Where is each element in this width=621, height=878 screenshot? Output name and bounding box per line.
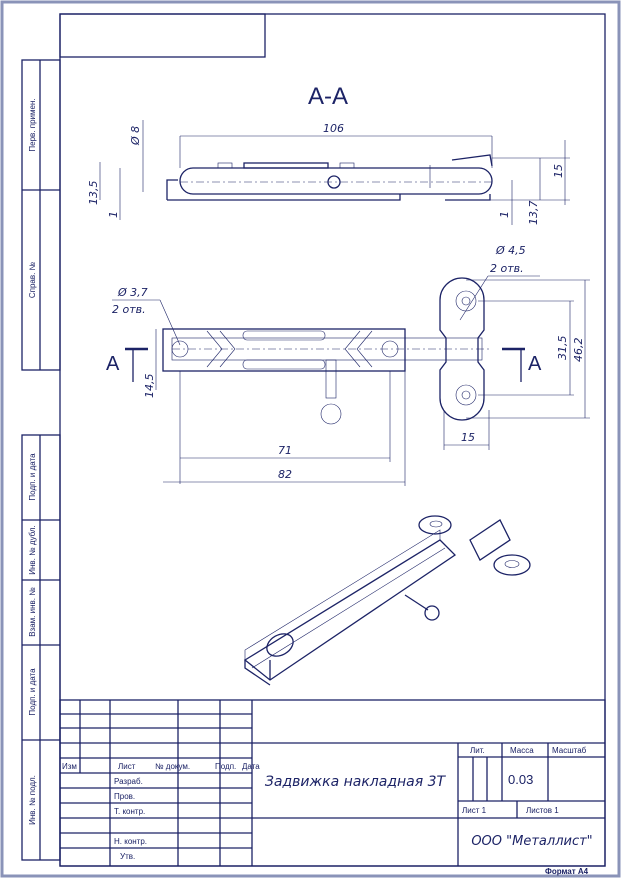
drawing-name: Задвижка накладная 3Т <box>265 774 447 790</box>
header-list: Лист <box>118 762 136 771</box>
dim-hole-right-count: 2 отв. <box>490 262 524 275</box>
dim-hole-left: Ø 3,7 <box>117 286 148 299</box>
role-label: Т. контр. <box>114 807 145 816</box>
dim-height-left: 13,5 <box>87 181 100 206</box>
dim-bracket-width: 15 <box>461 431 475 444</box>
role-label: Пров. <box>114 792 135 801</box>
sheet-number: Лист 1 <box>462 806 487 815</box>
dim-hole-left-count: 2 отв. <box>112 303 146 316</box>
section-view: 106 Ø 8 13,5 1 1 13,7 15 <box>87 120 570 225</box>
dim-hole-spacing: 31,5 <box>556 336 569 361</box>
isometric-view <box>243 515 531 686</box>
role-label: Утв. <box>120 852 135 861</box>
lit-label: Лит. <box>470 746 485 755</box>
title-block: Изм Лист № докум. Подп. Дата Разраб. Про… <box>59 699 606 867</box>
dim-height-total: 46,2 <box>572 338 585 363</box>
section-title: А-А <box>308 83 348 110</box>
side-label: Взам. инв. № <box>28 587 37 637</box>
dim-diameter: Ø 8 <box>129 126 142 146</box>
dim-hole-right: Ø 4,5 <box>495 244 526 257</box>
dim-gap-right: 1 <box>498 211 511 218</box>
dim-length: 106 <box>323 122 344 135</box>
side-label: Инв. № дубл. <box>28 525 37 575</box>
mass-label: Масса <box>510 746 534 755</box>
role-label: Разраб. <box>114 777 143 786</box>
dim-height-right2: 13,7 <box>527 201 540 226</box>
dim-width-left: 14,5 <box>143 374 156 399</box>
header-sign: Подп. <box>215 762 236 771</box>
section-marker-left: А <box>106 353 120 375</box>
side-label: Подп. и дата <box>28 668 37 716</box>
role-label: Н. контр. <box>114 837 147 846</box>
header-doc-no: № докум. <box>155 762 190 771</box>
side-label: Перв. примен. <box>28 98 37 151</box>
top-left-box <box>59 13 266 58</box>
side-label: Подп. и дата <box>28 453 37 501</box>
header-date: Дата <box>242 762 260 771</box>
section-marker-right: А <box>528 353 542 375</box>
scale-label: Масштаб <box>552 746 587 755</box>
side-label: Инв. № подл. <box>28 775 37 825</box>
dim-len-outer: 82 <box>278 468 292 481</box>
dim-gap-left: 1 <box>107 211 120 218</box>
mass-value: 0.03 <box>508 772 533 787</box>
side-strip: Перв. примен. Справ. № Подп. и дата Инв.… <box>21 59 61 861</box>
dim-height-right: 15 <box>552 164 565 178</box>
sheet-count: Листов 1 <box>526 806 559 815</box>
header-izm: Изм <box>62 762 77 771</box>
dim-len-inner: 71 <box>278 444 292 457</box>
company-name: ООО "Металлист" <box>471 834 592 849</box>
format-label: Формат А4 <box>545 867 589 876</box>
plan-view: А А Ø 3,7 2 отв. Ø 4,5 2 отв. 14,5 71 82… <box>106 244 590 486</box>
side-label: Справ. № <box>28 261 37 298</box>
